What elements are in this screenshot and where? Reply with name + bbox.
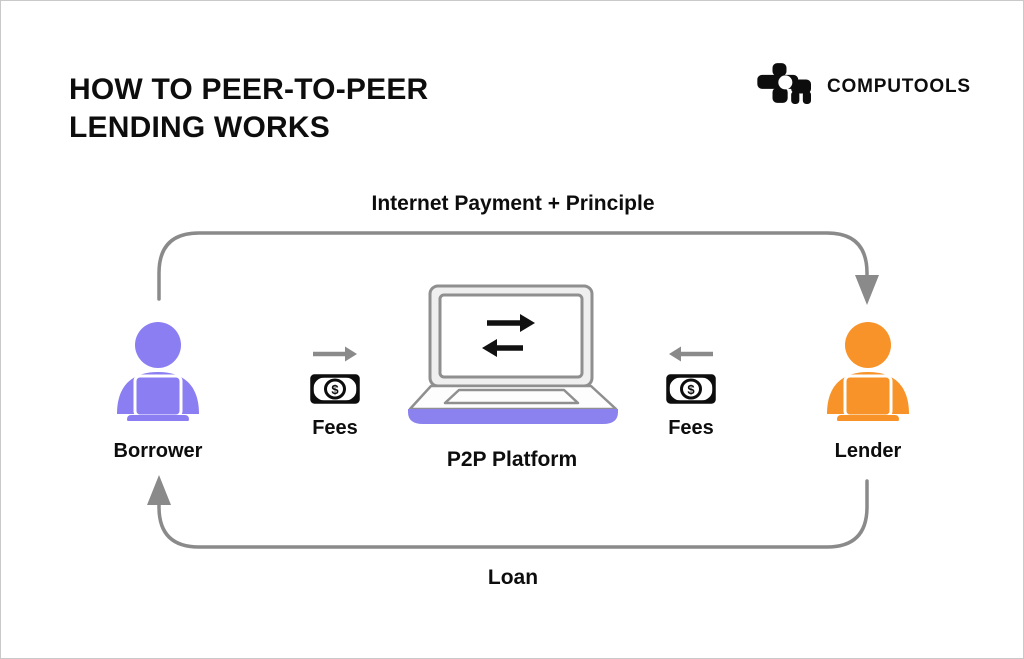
computools-logo-icon [757,63,811,104]
fee-arrow-right-icon [313,346,357,362]
page-title-line1: HOW TO PEER-TO-PEER [69,73,429,106]
lender-label: Lender [834,440,902,462]
top-flow-arrow [157,231,879,305]
bottom-flow-label: Loan [487,566,539,589]
fee-arrow-left-icon [669,346,713,362]
fee-right-label: Fees [668,417,714,439]
transfer-arrows-icon [482,314,535,357]
bottom-flow-arrow [147,475,869,549]
banknote-icon-left: $ [310,374,360,404]
banknote-icon-right: $ [666,374,716,404]
dollar-sign: $ [687,382,695,397]
fee-left-label: Fees [312,417,358,439]
computools-logo-text: COMPUTOOLS [827,75,971,97]
page-title: HOW TO PEER-TO-PEER LENDING WORKS [69,71,428,147]
borrower-icon [117,322,199,421]
top-flow-label: Internet Payment + Principle [371,192,655,215]
platform-label: P2P Platform [446,448,578,471]
computools-logo: COMPUTOOLS [755,63,971,110]
borrower-label: Borrower [113,440,203,462]
dollar-sign: $ [331,382,339,397]
lender-icon [827,322,909,421]
page-title-line2: LENDING WORKS [69,111,330,144]
laptop-icon [408,284,618,424]
